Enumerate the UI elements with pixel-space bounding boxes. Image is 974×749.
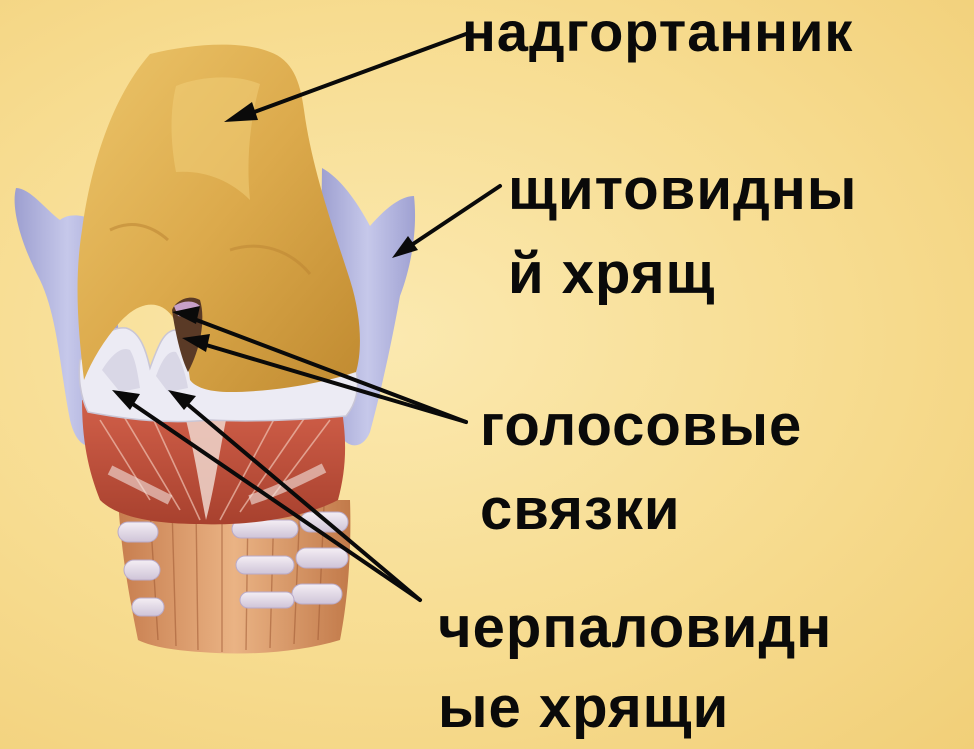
label-thyroid-line-2: й хрящ (508, 232, 857, 316)
label-vocal-line-1: голосовые (480, 384, 802, 468)
label-thyroid-cartilage: щитовидны й хрящ (508, 148, 857, 316)
label-arytenoid-line-2: ые хрящи (438, 668, 832, 748)
label-thyroid-line-1: щитовидны (508, 148, 857, 232)
arrow-thyroid (404, 186, 500, 250)
label-vocal-line-2: связки (480, 468, 802, 552)
label-epiglottis-line-1: надгортанник (462, 0, 853, 72)
label-epiglottis: надгортанник (462, 0, 853, 72)
label-arytenoid-line-1: черпаловидн (438, 588, 832, 668)
label-vocal-cords: голосовые связки (480, 384, 802, 552)
label-arytenoid-cartilages: черпаловидн ые хрящи (438, 588, 832, 748)
